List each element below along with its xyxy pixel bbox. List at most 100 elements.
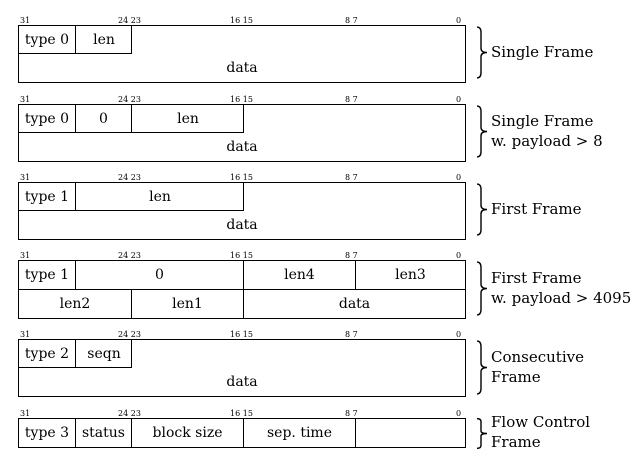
bit-31: 31 <box>20 251 31 260</box>
frame-row-1: type 1 len <box>19 183 465 211</box>
label-line-1: Single Frame <box>491 112 594 130</box>
len3-field: len3 <box>395 267 426 283</box>
bit-8-7: 8 7 <box>345 95 358 104</box>
first-frame-block: 31 24 23 16 15 8 7 0 type 1 len data Fir… <box>0 173 636 243</box>
frame-label: First Frame <box>491 199 582 219</box>
zero-field: 0 <box>76 261 244 289</box>
bit-8-7: 8 7 <box>345 251 358 260</box>
frame-row-1: type 0 len <box>19 26 465 54</box>
data-field: data <box>226 374 258 390</box>
frame-row-1: type 1 0 len4 len3 <box>19 261 465 289</box>
label-line-2: Frame <box>491 368 541 386</box>
first-frame-long-block: 31 24 23 16 15 8 7 0 type 1 0 len4 len3 … <box>0 251 636 321</box>
seqn-field: seqn <box>87 346 121 362</box>
bit-16-15: 16 15 <box>230 16 253 25</box>
frame-label: Consecutive Frame <box>491 347 584 387</box>
frame-row-2: data <box>19 133 465 161</box>
bit-31: 31 <box>20 173 31 182</box>
brace <box>475 26 489 79</box>
frame-row-1: type 0 0 len <box>19 105 465 133</box>
bit-markers: 31 24 23 16 15 8 7 0 <box>0 251 470 261</box>
sep-time-field: sep. time <box>244 419 356 447</box>
label-line-1: First Frame <box>491 200 582 218</box>
bit-16-15: 16 15 <box>230 409 253 418</box>
flow-control-frame-box: type 3 status block size sep. time <box>18 418 466 448</box>
label-line-1: Consecutive <box>491 348 584 366</box>
bit-24-23: 24 23 <box>118 95 141 104</box>
single-frame-long-block: 31 24 23 16 15 8 7 0 type 0 0 len data S… <box>0 95 636 165</box>
frame-label: Single Frame <box>491 42 593 62</box>
single-frame-long-box: type 0 0 len data <box>18 104 466 162</box>
bit-markers: 31 24 23 16 15 8 7 0 <box>0 173 470 183</box>
len-field: len <box>177 111 199 127</box>
frame-label: First Frame w. payload > 4095 <box>491 268 631 308</box>
label-line-1: Single Frame <box>491 43 594 61</box>
bit-8-7: 8 7 <box>345 173 358 182</box>
len1-field: len1 <box>132 290 244 318</box>
type-field: type 2 <box>19 340 76 368</box>
bit-31: 31 <box>20 409 31 418</box>
label-line-2: Frame <box>491 433 541 451</box>
status-field: status <box>76 419 132 447</box>
frame-row-2: len2 len1 data <box>19 289 465 318</box>
bit-16-15: 16 15 <box>230 330 253 339</box>
bit-markers: 31 24 23 16 15 8 7 0 <box>0 95 470 105</box>
bit-markers: 31 24 23 16 15 8 7 0 <box>0 16 470 26</box>
len-field: len <box>93 32 115 48</box>
bit-0: 0 <box>456 409 462 418</box>
frame-row-1: type 2 seqn <box>19 340 465 368</box>
type-field: type 1 <box>19 261 76 289</box>
brace <box>475 418 489 449</box>
frame-row-2: data <box>19 368 465 396</box>
len-field: len <box>149 189 171 205</box>
brace <box>475 105 489 158</box>
bit-24-23: 24 23 <box>118 173 141 182</box>
bit-8-7: 8 7 <box>345 330 358 339</box>
bit-24-23: 24 23 <box>118 330 141 339</box>
brace <box>475 261 489 316</box>
type-field: type 3 <box>19 419 76 447</box>
bit-markers: 31 24 23 16 15 8 7 0 <box>0 409 470 419</box>
bit-24-23: 24 23 <box>118 16 141 25</box>
bit-0: 0 <box>456 251 462 260</box>
brace <box>475 340 489 395</box>
frame-row-2: data <box>19 211 465 239</box>
brace <box>475 183 489 236</box>
bit-16-15: 16 15 <box>230 251 253 260</box>
consecutive-frame-box: type 2 seqn data <box>18 339 466 397</box>
frame-label: Single Frame w. payload > 8 <box>491 111 603 151</box>
bit-0: 0 <box>456 16 462 25</box>
first-frame-box: type 1 len data <box>18 182 466 240</box>
frame-label: Flow Control Frame <box>491 412 590 452</box>
single-frame-box: type 0 len data <box>18 25 466 83</box>
data-field: data <box>226 139 258 155</box>
bit-31: 31 <box>20 95 31 104</box>
data-field: data <box>226 60 258 76</box>
frame-row-1: type 3 status block size sep. time <box>19 419 465 447</box>
consecutive-frame-block: 31 24 23 16 15 8 7 0 type 2 seqn data Co… <box>0 330 636 400</box>
bit-0: 0 <box>456 173 462 182</box>
bit-8-7: 8 7 <box>345 16 358 25</box>
type-field: type 1 <box>19 183 76 211</box>
label-line-2: w. payload > 8 <box>491 132 603 150</box>
bit-31: 31 <box>20 330 31 339</box>
flow-control-frame-block: 31 24 23 16 15 8 7 0 type 3 status block… <box>0 409 636 459</box>
label-line-2: w. payload > 4095 <box>491 289 632 307</box>
type-field: type 0 <box>19 26 76 54</box>
label-line-1: First Frame <box>491 269 582 287</box>
data-field: data <box>226 217 258 233</box>
empty-field <box>356 419 465 447</box>
bit-16-15: 16 15 <box>230 173 253 182</box>
label-line-1: Flow Control <box>491 413 591 431</box>
bit-24-23: 24 23 <box>118 251 141 260</box>
len4-field: len4 <box>244 261 356 289</box>
bit-8-7: 8 7 <box>345 409 358 418</box>
frame-row-2: data <box>19 54 465 82</box>
bit-24-23: 24 23 <box>118 409 141 418</box>
single-frame-block: 31 24 23 16 15 8 7 0 type 0 len data Sin… <box>0 16 636 86</box>
zero-field: 0 <box>76 105 132 133</box>
data-field: data <box>338 296 371 312</box>
len2-field: len2 <box>19 290 132 318</box>
bit-16-15: 16 15 <box>230 95 253 104</box>
